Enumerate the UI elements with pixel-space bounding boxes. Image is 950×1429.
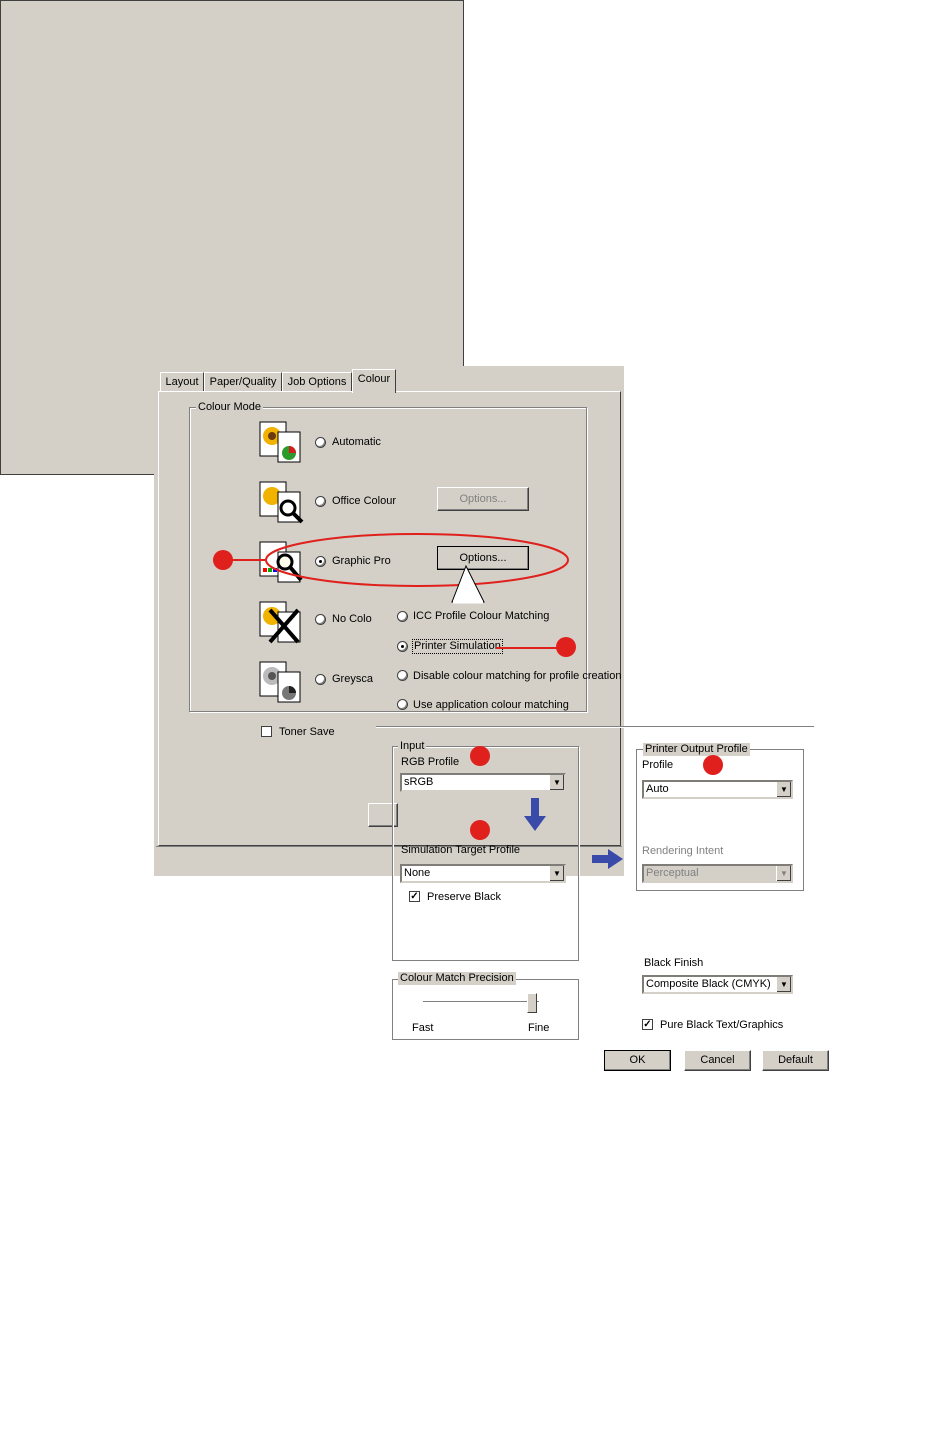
printer-simulation-radio[interactable] [397,641,408,652]
rgb-profile-label: RGB Profile [401,756,460,768]
greyscale-document-icon [259,661,301,703]
application-matching-label: Use application colour matching [413,699,569,711]
tab-paper-quality[interactable]: Paper/Quality [204,372,282,392]
output-profile-value: Auto [646,783,669,795]
disable-matching-radio[interactable] [397,670,408,681]
default-button[interactable]: Default [762,1050,829,1071]
callout-marker-printer-simulation [556,637,576,657]
printer-output-title: Printer Output Profile [643,743,750,756]
greyscale-radio[interactable] [315,674,326,685]
callout-marker-output-profile [703,755,723,775]
graphic-pro-label: Graphic Pro [332,555,391,567]
preserve-black-label: Preserve Black [427,891,501,903]
no-colour-radio[interactable] [315,614,326,625]
precision-fast-label: Fast [412,1022,434,1034]
black-finish-select[interactable]: Composite Black (CMYK) ▼ [642,975,793,994]
rgb-profile-value: sRGB [404,776,434,788]
precision-slider-track[interactable] [423,1001,539,1005]
rgb-profile-select[interactable]: sRGB ▼ [400,773,566,792]
rendering-intent-label: Rendering Intent [642,845,724,857]
pure-black-checkbox[interactable]: ✓ [642,1019,653,1030]
no-colour-crossed-icon [259,601,301,644]
precision-slider-thumb[interactable] [527,993,537,1013]
preserve-black-checkbox[interactable]: ✓ [409,891,420,902]
right-arrow-icon [592,849,623,869]
pure-black-label: Pure Black Text/Graphics [660,1019,784,1031]
disable-matching-label: Disable colour matching for profile crea… [413,670,622,682]
precision-title: Colour Match Precision [398,972,516,985]
precision-fine-label: Fine [528,1022,550,1034]
input-group [392,746,579,961]
icc-profile-radio[interactable] [397,611,408,622]
dropdown-arrow-icon[interactable]: ▼ [776,866,791,881]
ok-button[interactable]: OK [604,1050,671,1071]
black-finish-label: Black Finish [644,957,704,969]
office-colour-options-button[interactable]: Options... [437,487,529,511]
automatic-radio[interactable] [315,437,326,448]
input-title: Input [398,740,427,753]
icc-profile-label: ICC Profile Colour Matching [413,610,550,622]
no-colour-label: No Colo [332,613,372,625]
graphic-pro-radio[interactable] [315,556,326,567]
black-finish-value: Composite Black (CMYK) [646,978,771,990]
rendering-intent-value: Perceptual [646,867,699,879]
office-colour-radio[interactable] [315,496,326,507]
dropdown-arrow-icon[interactable]: ▼ [776,782,791,797]
cancel-button[interactable]: Cancel [684,1050,751,1071]
automatic-label: Automatic [332,436,381,448]
sub-divider [376,726,814,728]
printer-simulation-callout-line [496,647,558,649]
simulation-target-label: Simulation Target Profile [401,844,521,856]
status-divider [156,846,622,847]
output-profile-select[interactable]: Auto ▼ [642,780,793,799]
printer-simulation-label: Printer Simulation [412,639,503,654]
office-colour-label: Office Colour [332,495,396,507]
callout-marker-graphic-pro [213,550,233,570]
dropdown-arrow-icon[interactable]: ▼ [776,977,791,992]
down-arrow-icon [524,798,546,831]
rendering-intent-select[interactable]: Perceptual ▼ [642,864,793,883]
graphic-pro-callout [230,533,569,587]
colour-mode-group [189,407,587,712]
callout-marker-rgb-profile [470,746,490,766]
partially-hidden-button[interactable] [368,803,398,827]
toner-save-checkbox[interactable] [261,726,272,737]
dropdown-arrow-icon[interactable]: ▼ [549,775,564,790]
office-colour-magnifier-icon [259,481,304,524]
greyscale-label: Greysca [332,673,373,685]
output-profile-label: Profile [642,759,674,771]
colour-document-icon [259,421,301,463]
popup-pointer [451,564,485,604]
tab-job-options[interactable]: Job Options [282,372,352,392]
tab-colour[interactable]: Colour [352,369,396,393]
colour-mode-title: Colour Mode [196,401,263,414]
simulation-target-value: None [404,867,431,879]
callout-marker-simulation-target [470,820,490,840]
dropdown-arrow-icon[interactable]: ▼ [549,866,564,881]
toner-save-label: Toner Save [279,726,335,738]
application-matching-radio[interactable] [397,699,408,710]
simulation-target-select[interactable]: None ▼ [400,864,566,883]
tab-layout[interactable]: Layout [160,372,204,392]
graphic-pro-options-button[interactable]: Options... [437,546,529,570]
graphic-pro-magnifier-icon [259,541,303,583]
